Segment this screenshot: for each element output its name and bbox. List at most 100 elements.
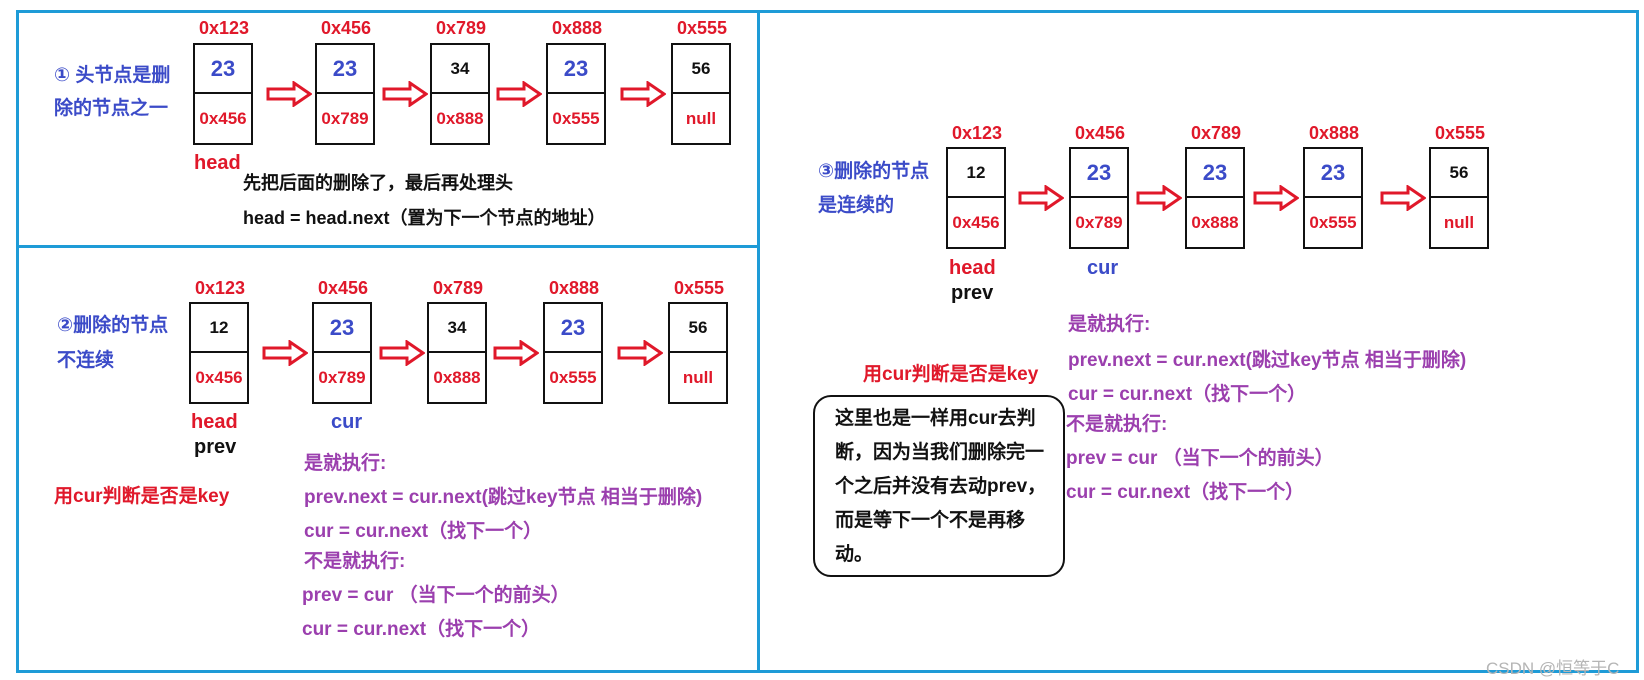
node-address: 0x789 <box>1190 123 1242 143</box>
list-node: 23 0x789 <box>1069 147 1129 249</box>
node-next: 0x555 <box>549 367 597 387</box>
list-node: 34 0x888 <box>430 43 490 145</box>
node-address: 0x123 <box>194 278 246 298</box>
prev-label: prev <box>194 436 237 458</box>
note-line: 个之后并没有去动prev， <box>835 476 1047 497</box>
arrow-icon <box>493 340 539 366</box>
judge-note: 用cur判断是否是key <box>54 486 230 507</box>
panel2-title-line2: 不连续 <box>57 350 115 371</box>
node-address: 0x456 <box>1074 123 1126 143</box>
note-line: 这里也是一样用cur去判 <box>835 408 1036 429</box>
head-label: head <box>194 152 241 174</box>
list-node: 34 0x888 <box>427 302 487 404</box>
cur-label: cur <box>1087 257 1119 279</box>
explanation-line: prev.next = cur.next(跳过key节点 相当于删除) <box>304 487 703 508</box>
node-next: 0x456 <box>195 367 243 387</box>
explanation-line: 是就执行: <box>1068 314 1151 335</box>
arrow-icon <box>1136 185 1182 211</box>
arrow-icon <box>1380 185 1426 211</box>
node-address: 0x456 <box>320 18 372 38</box>
node-value: 23 <box>314 304 370 353</box>
explanation-line: cur = cur.next（找下一个） <box>302 619 541 640</box>
list-node: 23 0x555 <box>543 302 603 404</box>
explanation-line: prev.next = cur.next(跳过key节点 相当于删除) <box>1068 350 1467 371</box>
node-value: 23 <box>1305 149 1361 198</box>
node-address: 0x555 <box>676 18 728 38</box>
list-node: 23 0x888 <box>1185 147 1245 249</box>
judge-note: 用cur判断是否是key <box>863 364 1039 385</box>
note-line: 断，因为当我们删除完一 <box>835 442 1045 463</box>
node-next: null <box>685 108 717 128</box>
list-node: 56 null <box>668 302 728 404</box>
arrow-icon <box>262 340 308 366</box>
arrow-icon <box>382 81 428 107</box>
prev-label: prev <box>951 282 994 304</box>
watermark: CSDN @恒等于C <box>1486 659 1620 678</box>
node-address: 0x888 <box>1308 123 1360 143</box>
node-value: 23 <box>1187 149 1243 198</box>
explanation-line: 是就执行: <box>304 453 387 474</box>
node-value: 34 <box>429 304 485 353</box>
arrow-icon <box>496 81 542 107</box>
list-node: 23 0x555 <box>1303 147 1363 249</box>
node-value: 23 <box>317 45 373 94</box>
arrow-icon <box>1018 185 1064 211</box>
node-value: 23 <box>195 45 251 94</box>
explanation-line: 不是就执行: <box>304 551 406 572</box>
note-line: 而是等下一个不是再移 <box>835 510 1026 531</box>
node-next: 0x888 <box>433 367 481 387</box>
note-box: 这里也是一样用cur去判 断，因为当我们删除完一 个之后并没有去动prev， 而… <box>813 395 1065 577</box>
panel1-title-line2: 除的节点之一 <box>54 98 169 119</box>
node-value: 23 <box>548 45 604 94</box>
node-address: 0x555 <box>1434 123 1486 143</box>
list-node: 12 0x456 <box>946 147 1006 249</box>
node-next: 0x456 <box>952 212 1000 232</box>
node-value: 34 <box>432 45 488 94</box>
explanation-line: prev = cur （当下一个的前头） <box>302 585 570 606</box>
list-node: 23 0x789 <box>312 302 372 404</box>
node-address: 0x123 <box>198 18 250 38</box>
explanation-line: cur = cur.next（找下一个） <box>1066 482 1305 503</box>
head-label: head <box>191 411 238 433</box>
node-next: 0x789 <box>321 108 369 128</box>
cur-label: cur <box>331 411 363 433</box>
node-next: 0x888 <box>436 108 484 128</box>
node-next: 0x555 <box>1309 212 1357 232</box>
list-node: 23 0x555 <box>546 43 606 145</box>
node-address: 0x789 <box>435 18 487 38</box>
panel3-title-line2: 是连续的 <box>818 195 895 216</box>
node-next: null <box>1443 212 1475 232</box>
list-node: 23 0x789 <box>315 43 375 145</box>
explanation-line: 不是就执行: <box>1066 414 1168 435</box>
node-value: 23 <box>545 304 601 353</box>
node-value: 23 <box>1071 149 1127 198</box>
panel1-title-line1: ① 头节点是删 <box>54 65 171 86</box>
explanation-line: cur = cur.next（找下一个） <box>304 521 543 542</box>
node-address: 0x456 <box>317 278 369 298</box>
list-node: 56 null <box>1429 147 1489 249</box>
arrow-icon <box>266 81 312 107</box>
node-next: 0x456 <box>199 108 247 128</box>
node-next: 0x789 <box>318 367 366 387</box>
node-next: 0x888 <box>1191 212 1239 232</box>
arrow-icon <box>617 340 663 366</box>
arrow-icon <box>620 81 666 107</box>
list-node: 56 null <box>671 43 731 145</box>
node-value: 56 <box>670 304 726 353</box>
node-address: 0x123 <box>951 123 1003 143</box>
panel2-title-line1: ②删除的节点 <box>57 315 169 336</box>
head-label: head <box>949 257 996 279</box>
explanation-line: prev = cur （当下一个的前头） <box>1066 448 1334 469</box>
node-next: 0x555 <box>552 108 600 128</box>
node-address: 0x555 <box>673 278 725 298</box>
panel1-code: head = head.next（置为下一个节点的地址） <box>243 208 606 228</box>
panel1-note: 先把后面的删除了，最后再处理头 <box>243 173 513 193</box>
node-value: 56 <box>673 45 729 94</box>
list-node: 12 0x456 <box>189 302 249 404</box>
panel-consecutive <box>757 10 1639 673</box>
list-node: 23 0x456 <box>193 43 253 145</box>
node-address: 0x888 <box>551 18 603 38</box>
node-next: null <box>682 367 714 387</box>
node-value: 56 <box>1431 149 1487 198</box>
note-line: 动。 <box>835 544 874 565</box>
